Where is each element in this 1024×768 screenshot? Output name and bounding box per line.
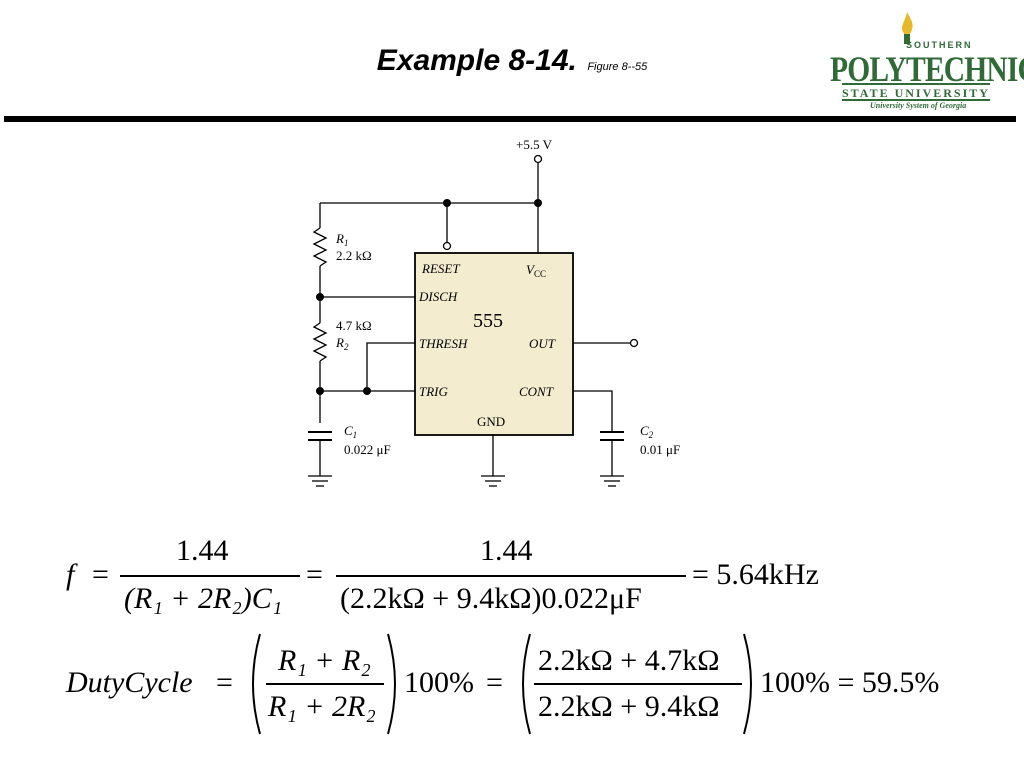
freq-lhs: f: [66, 558, 75, 591]
header-divider: [4, 116, 1016, 122]
pin-cont: CONT: [519, 384, 554, 399]
pin-vcc: VCC: [526, 262, 546, 279]
duty-result: 100% = 59.5%: [760, 666, 940, 699]
r2-value: 4.7 kΩ: [336, 318, 372, 333]
duty-left-paren-1: [252, 633, 261, 735]
supply-label: +5.5 V: [516, 137, 553, 152]
duty-den-1: R₁ + 2R₂: [268, 690, 376, 723]
pin-gnd: GND: [477, 414, 505, 429]
output-terminal: [629, 338, 639, 348]
c2-value: 0.01 μF: [640, 442, 680, 457]
freq-fraction-bar-1: [120, 575, 300, 577]
ic-555-body: [414, 252, 574, 436]
c1-name: C1: [344, 423, 357, 440]
duty-den-2: 2.2kΩ + 9.4kΩ: [538, 690, 720, 723]
freq-result: = 5.64kHz: [692, 558, 819, 591]
pin-reset: RESET: [421, 261, 460, 276]
duty-fraction-bar-1: [266, 683, 384, 685]
duty-left-paren-2: [522, 633, 531, 735]
logo-southern: SOUTHERN: [906, 40, 973, 50]
university-logo: SOUTHERN POLYTECHNIC STATE UNIVERSITY Un…: [826, 10, 1024, 110]
duty-right-paren-1: [387, 633, 396, 735]
freq-den-2: (2.2kΩ + 9.4kΩ)0.022μF: [340, 582, 642, 615]
title-text: Example 8-14.: [376, 44, 577, 77]
r1-name: R1: [335, 231, 348, 248]
c1-value: 0.022 μF: [344, 442, 391, 457]
duty-num-2: 2.2kΩ + 4.7kΩ: [538, 644, 720, 677]
slide-title: Example 8-14. Figure 8--55: [0, 44, 1024, 78]
pin-trig: TRIG: [419, 384, 449, 399]
logo-polytechnic: POLYTECHNIC: [830, 49, 1024, 89]
freq-num-2: 1.44: [480, 534, 533, 567]
freq-equals-1: =: [92, 558, 109, 591]
freq-den-1: (R₁ + 2R₂)C₁: [124, 582, 283, 615]
duty-equals-1: =: [216, 666, 233, 699]
figure-reference: Figure 8--55: [587, 61, 648, 73]
duty-fraction-bar-2: [534, 683, 742, 685]
duty-equals-2: =: [486, 666, 503, 699]
chip-name: 555: [473, 310, 503, 332]
pin-thresh: THRESH: [419, 336, 468, 351]
pin-out: OUT: [529, 336, 556, 351]
c2-name: C2: [640, 423, 654, 440]
duty-num-1: R₁ + R₂: [278, 644, 371, 677]
duty-lhs: DutyCycle: [66, 666, 193, 699]
freq-fraction-bar-2: [336, 575, 686, 577]
r1-value: 2.2 kΩ: [336, 248, 372, 263]
reset-pin-bubble: [442, 241, 452, 251]
r2-name: R2: [335, 335, 349, 352]
logo-state-university: STATE UNIVERSITY: [842, 86, 990, 100]
supply-terminal: [533, 154, 543, 164]
freq-num-1: 1.44: [176, 534, 229, 567]
duty-right-paren-2: [743, 633, 752, 735]
freq-equals-2: =: [306, 558, 323, 591]
timer-555-schematic: +5.5 V R1 2.2 kΩ 4.7 kΩ R2 C1 0.022 μF C…: [308, 137, 680, 487]
resistor-r2: [312, 322, 328, 362]
pin-disch: DISCH: [418, 289, 458, 304]
logo-system: University System of Georgia: [870, 101, 967, 110]
duty-percent-1: 100%: [404, 666, 474, 699]
logo-rule-bottom: [842, 99, 990, 101]
logo-rule-top: [842, 83, 990, 85]
resistor-r1: [312, 227, 328, 267]
torch-flame-icon: [902, 12, 913, 44]
